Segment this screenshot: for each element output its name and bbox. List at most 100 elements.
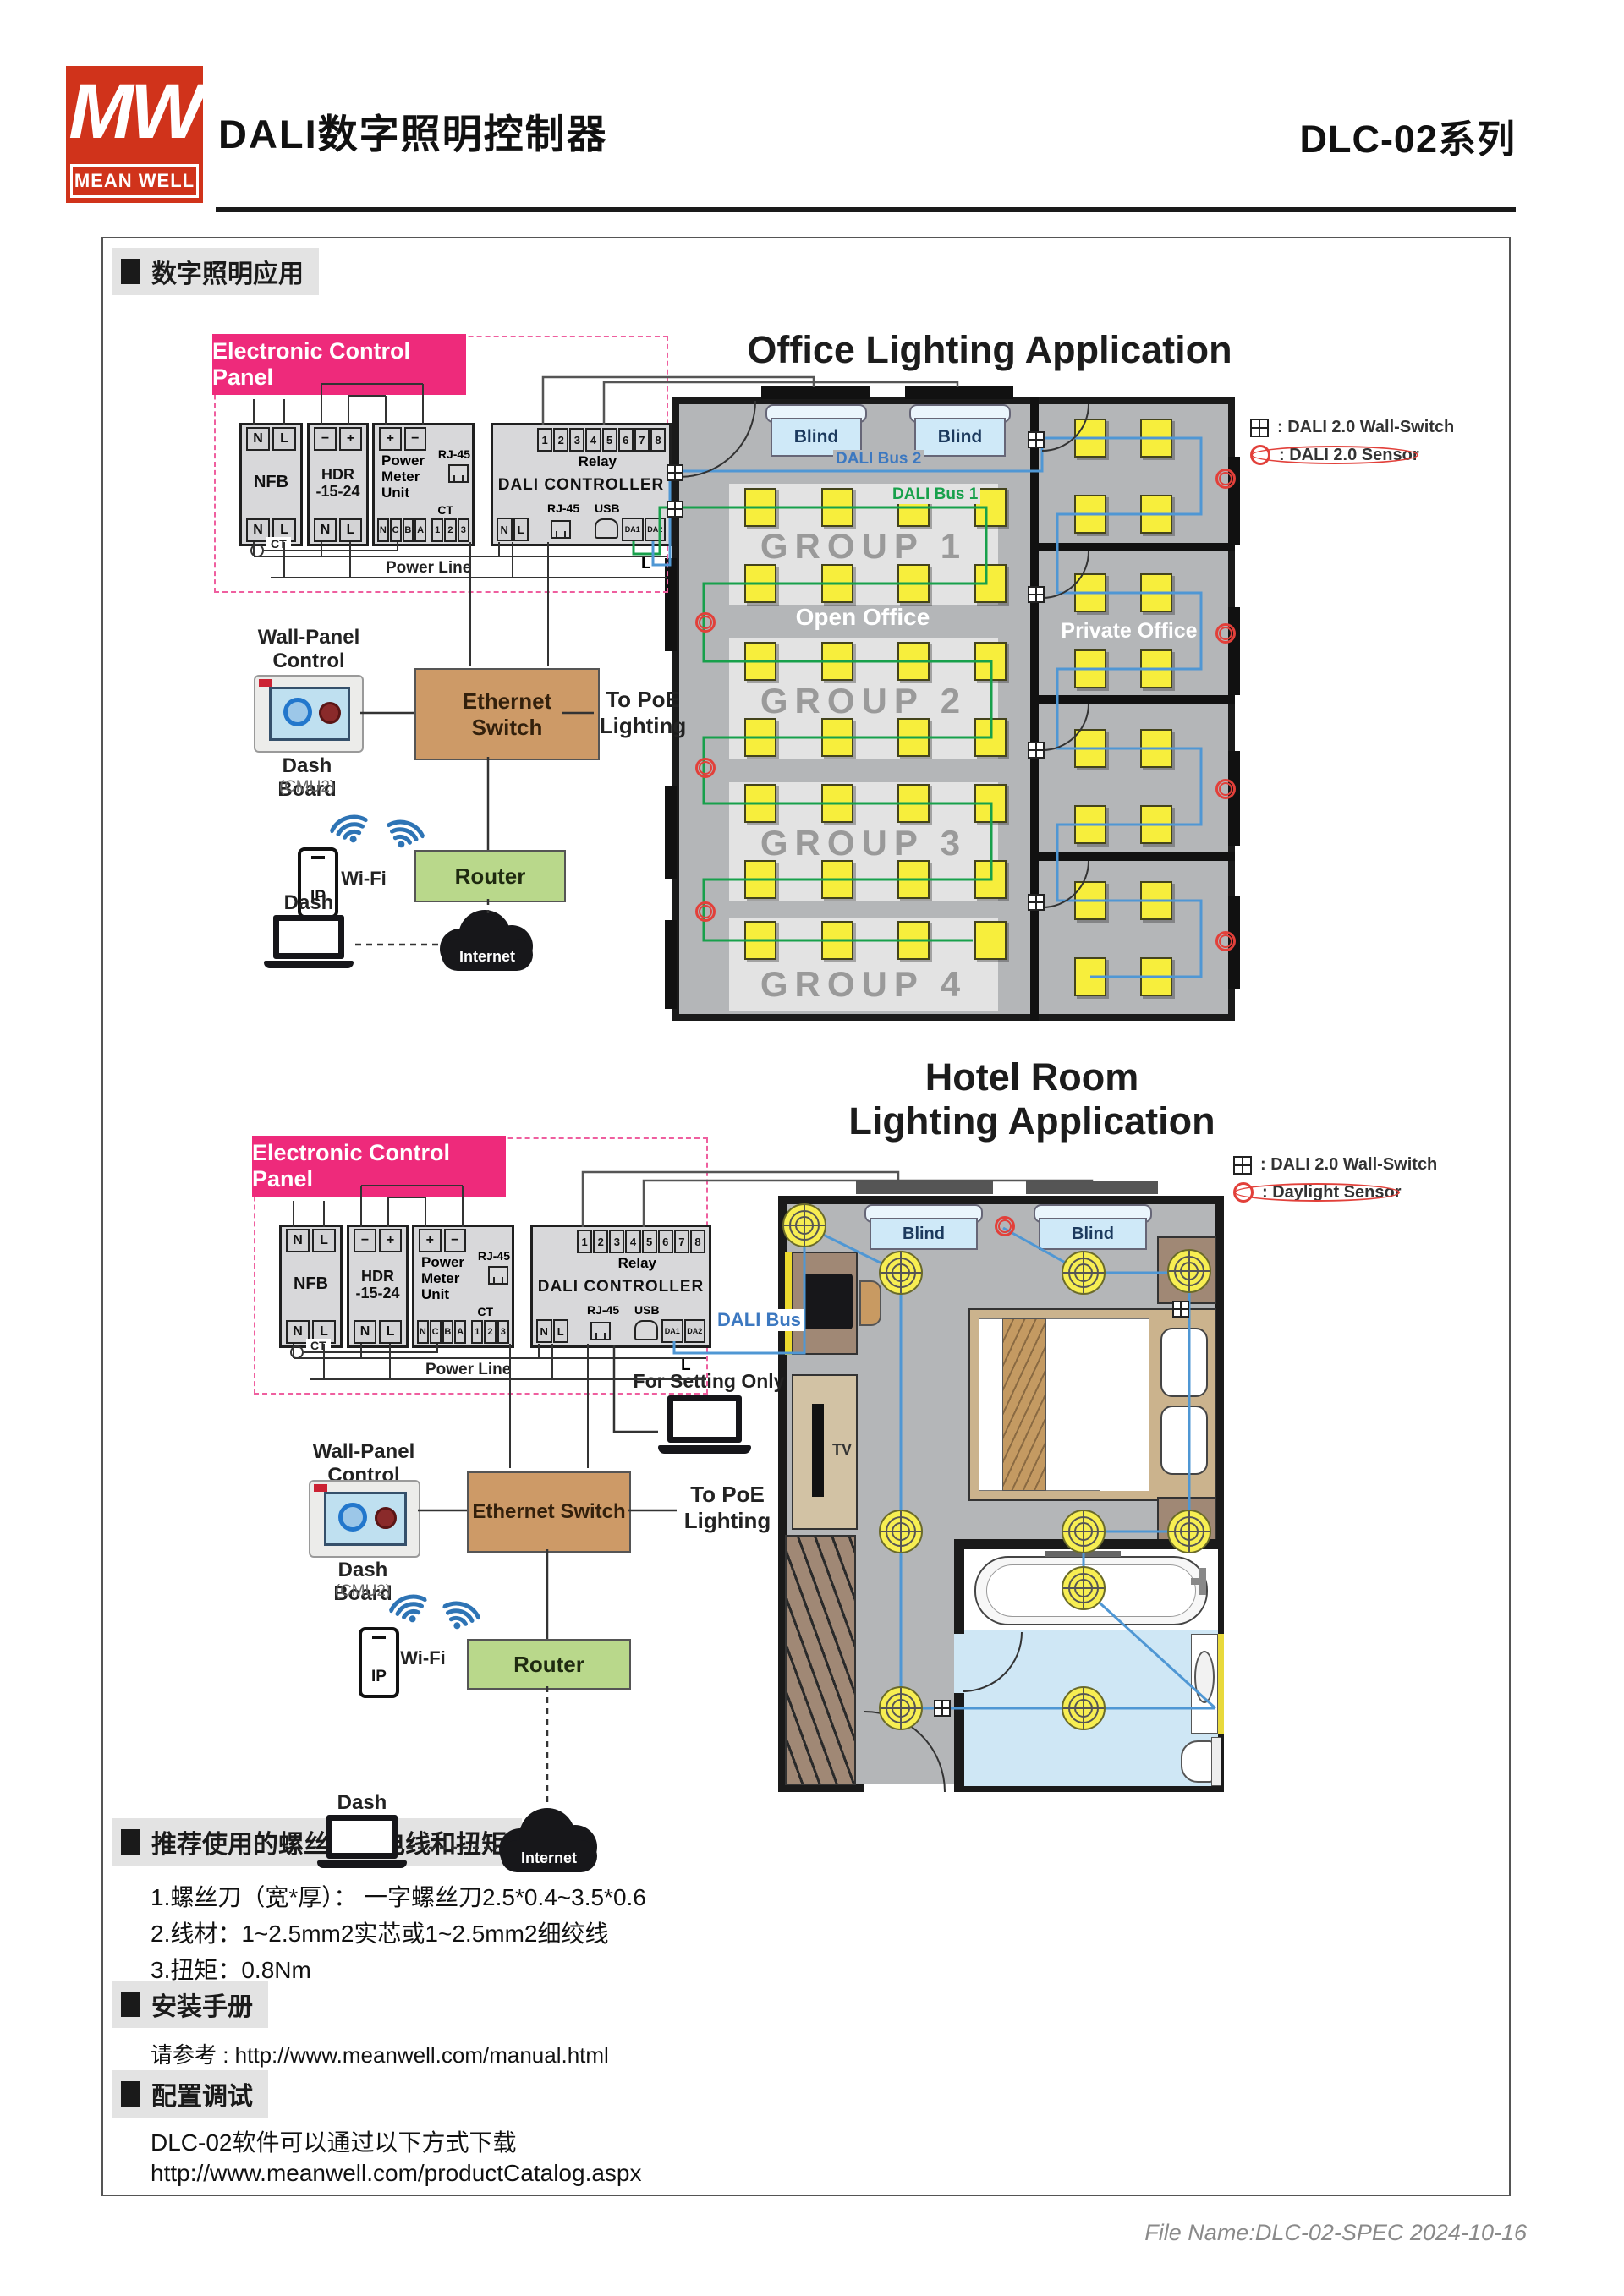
terminal: +	[339, 427, 362, 451]
ethernet-switch: Ethernet Switch	[414, 668, 600, 760]
window-bar	[665, 920, 677, 1009]
tv	[812, 1404, 824, 1497]
cmu2-label: (CMU2)	[334, 1582, 392, 1600]
wifi-icon	[388, 1594, 427, 1623]
chair	[859, 1280, 881, 1326]
sensor-icon	[695, 612, 716, 633]
section-manual: 安装手册	[112, 1981, 268, 2028]
light-row	[1074, 573, 1172, 612]
cmu2-label: (CMU2)	[278, 778, 336, 796]
sensor-icon	[1250, 445, 1270, 465]
page-title: DALI数字照明控制器	[218, 112, 608, 156]
tv-cabinet	[792, 1374, 858, 1530]
wifi-icon	[329, 814, 368, 843]
terminal: +	[379, 427, 402, 451]
rj45-jack-icon	[488, 1266, 508, 1285]
relay-terminal: 5	[601, 428, 617, 452]
toilet-tank	[1211, 1737, 1221, 1786]
group2-label: GROUP 2	[760, 681, 968, 721]
wall-panel-dashboard	[309, 1480, 420, 1558]
rj45-jack-icon	[448, 464, 469, 483]
tv-label: TV	[832, 1441, 853, 1458]
wall-panel-dashboard	[254, 675, 364, 753]
ethernet-switch: Ethernet Switch	[467, 1471, 631, 1553]
power-line-label: Power Line	[381, 559, 476, 578]
dali-controller-label: DALI CONTROLLER	[497, 476, 665, 494]
relay-label: Relay	[578, 453, 617, 469]
manual-link: 请参考 : http://www.meanwell.com/manual.htm…	[151, 2042, 609, 2068]
window-bar	[1228, 607, 1240, 695]
terminal: −	[314, 427, 337, 451]
pillow	[1160, 1406, 1208, 1475]
dali-rj45-label: RJ-45	[547, 501, 580, 515]
ip-phone: IP	[298, 847, 338, 918]
sensor-icon	[1233, 1182, 1254, 1203]
section-screwdriver: 推荐使用的螺丝刀、电线和扭矩	[112, 1818, 522, 1866]
relay-terminal: 2	[553, 428, 569, 452]
group1-label: GROUP 1	[760, 526, 968, 566]
terminal: N	[246, 427, 270, 451]
section-bullet	[121, 259, 140, 284]
usb-icon	[595, 518, 618, 539]
pmu-label1: Power	[381, 452, 425, 469]
dali-bus1-label: DALI Bus 1	[890, 485, 981, 504]
terminal: N	[377, 518, 389, 542]
logo-mw-text: MW	[69, 68, 203, 155]
blind: Blind	[864, 1204, 983, 1250]
sensor-icon	[1215, 469, 1236, 489]
office-app-title: Office Lighting Application	[747, 328, 1232, 371]
wardrobe	[785, 1535, 856, 1785]
wall-switch-icon	[1233, 1155, 1252, 1175]
floor-lamp	[785, 1252, 792, 1355]
pmu-rj45-label: RJ-45	[437, 447, 470, 461]
section-title: 数字照明应用	[151, 260, 304, 288]
setting-laptop	[658, 1395, 751, 1461]
router: Router	[467, 1639, 631, 1690]
light-row	[1074, 881, 1172, 920]
internet-cloud: Internet	[440, 908, 535, 976]
window-bar	[665, 786, 677, 879]
sensor-icon	[695, 758, 716, 778]
ip-phone: IP	[359, 1627, 399, 1698]
sensor-icon	[695, 901, 716, 922]
sink-basin	[1194, 1651, 1215, 1703]
wall-switch-icon	[1028, 894, 1045, 911]
downlight	[1062, 1686, 1106, 1730]
logo-meanwell-text: MEAN WELL	[70, 164, 199, 198]
hdr-label2: -15-24	[315, 483, 360, 500]
dashboard-label: Dash Board	[277, 754, 337, 801]
screw-item-2: 2.线材：1~2.5mm2实芯或1~2.5mm2细绞线	[151, 1921, 609, 1947]
blind-header	[761, 386, 870, 399]
light-row	[744, 718, 1007, 757]
relay-terminal: 6	[617, 428, 634, 452]
wall-switch-icon	[1028, 742, 1045, 759]
wall-switch-icon	[667, 464, 683, 481]
downlight	[879, 1686, 923, 1730]
terminal: 2	[444, 518, 457, 542]
dashboard-laptop	[264, 915, 354, 976]
content-frame	[102, 237, 1511, 2196]
downlight	[1167, 1510, 1211, 1553]
blind-header	[905, 386, 1013, 399]
terminal: A	[414, 518, 426, 542]
wall-switch-icon	[1028, 431, 1045, 448]
legend-sensor: : DALI 2.0 Sensor	[1250, 445, 1419, 465]
router: Router	[414, 850, 566, 902]
relay-terminal: 7	[634, 428, 650, 452]
tub-faucet	[1191, 1578, 1206, 1585]
downlight	[1167, 1249, 1211, 1293]
wifi-icon	[387, 819, 425, 848]
relay-terminal: 8	[650, 428, 666, 452]
